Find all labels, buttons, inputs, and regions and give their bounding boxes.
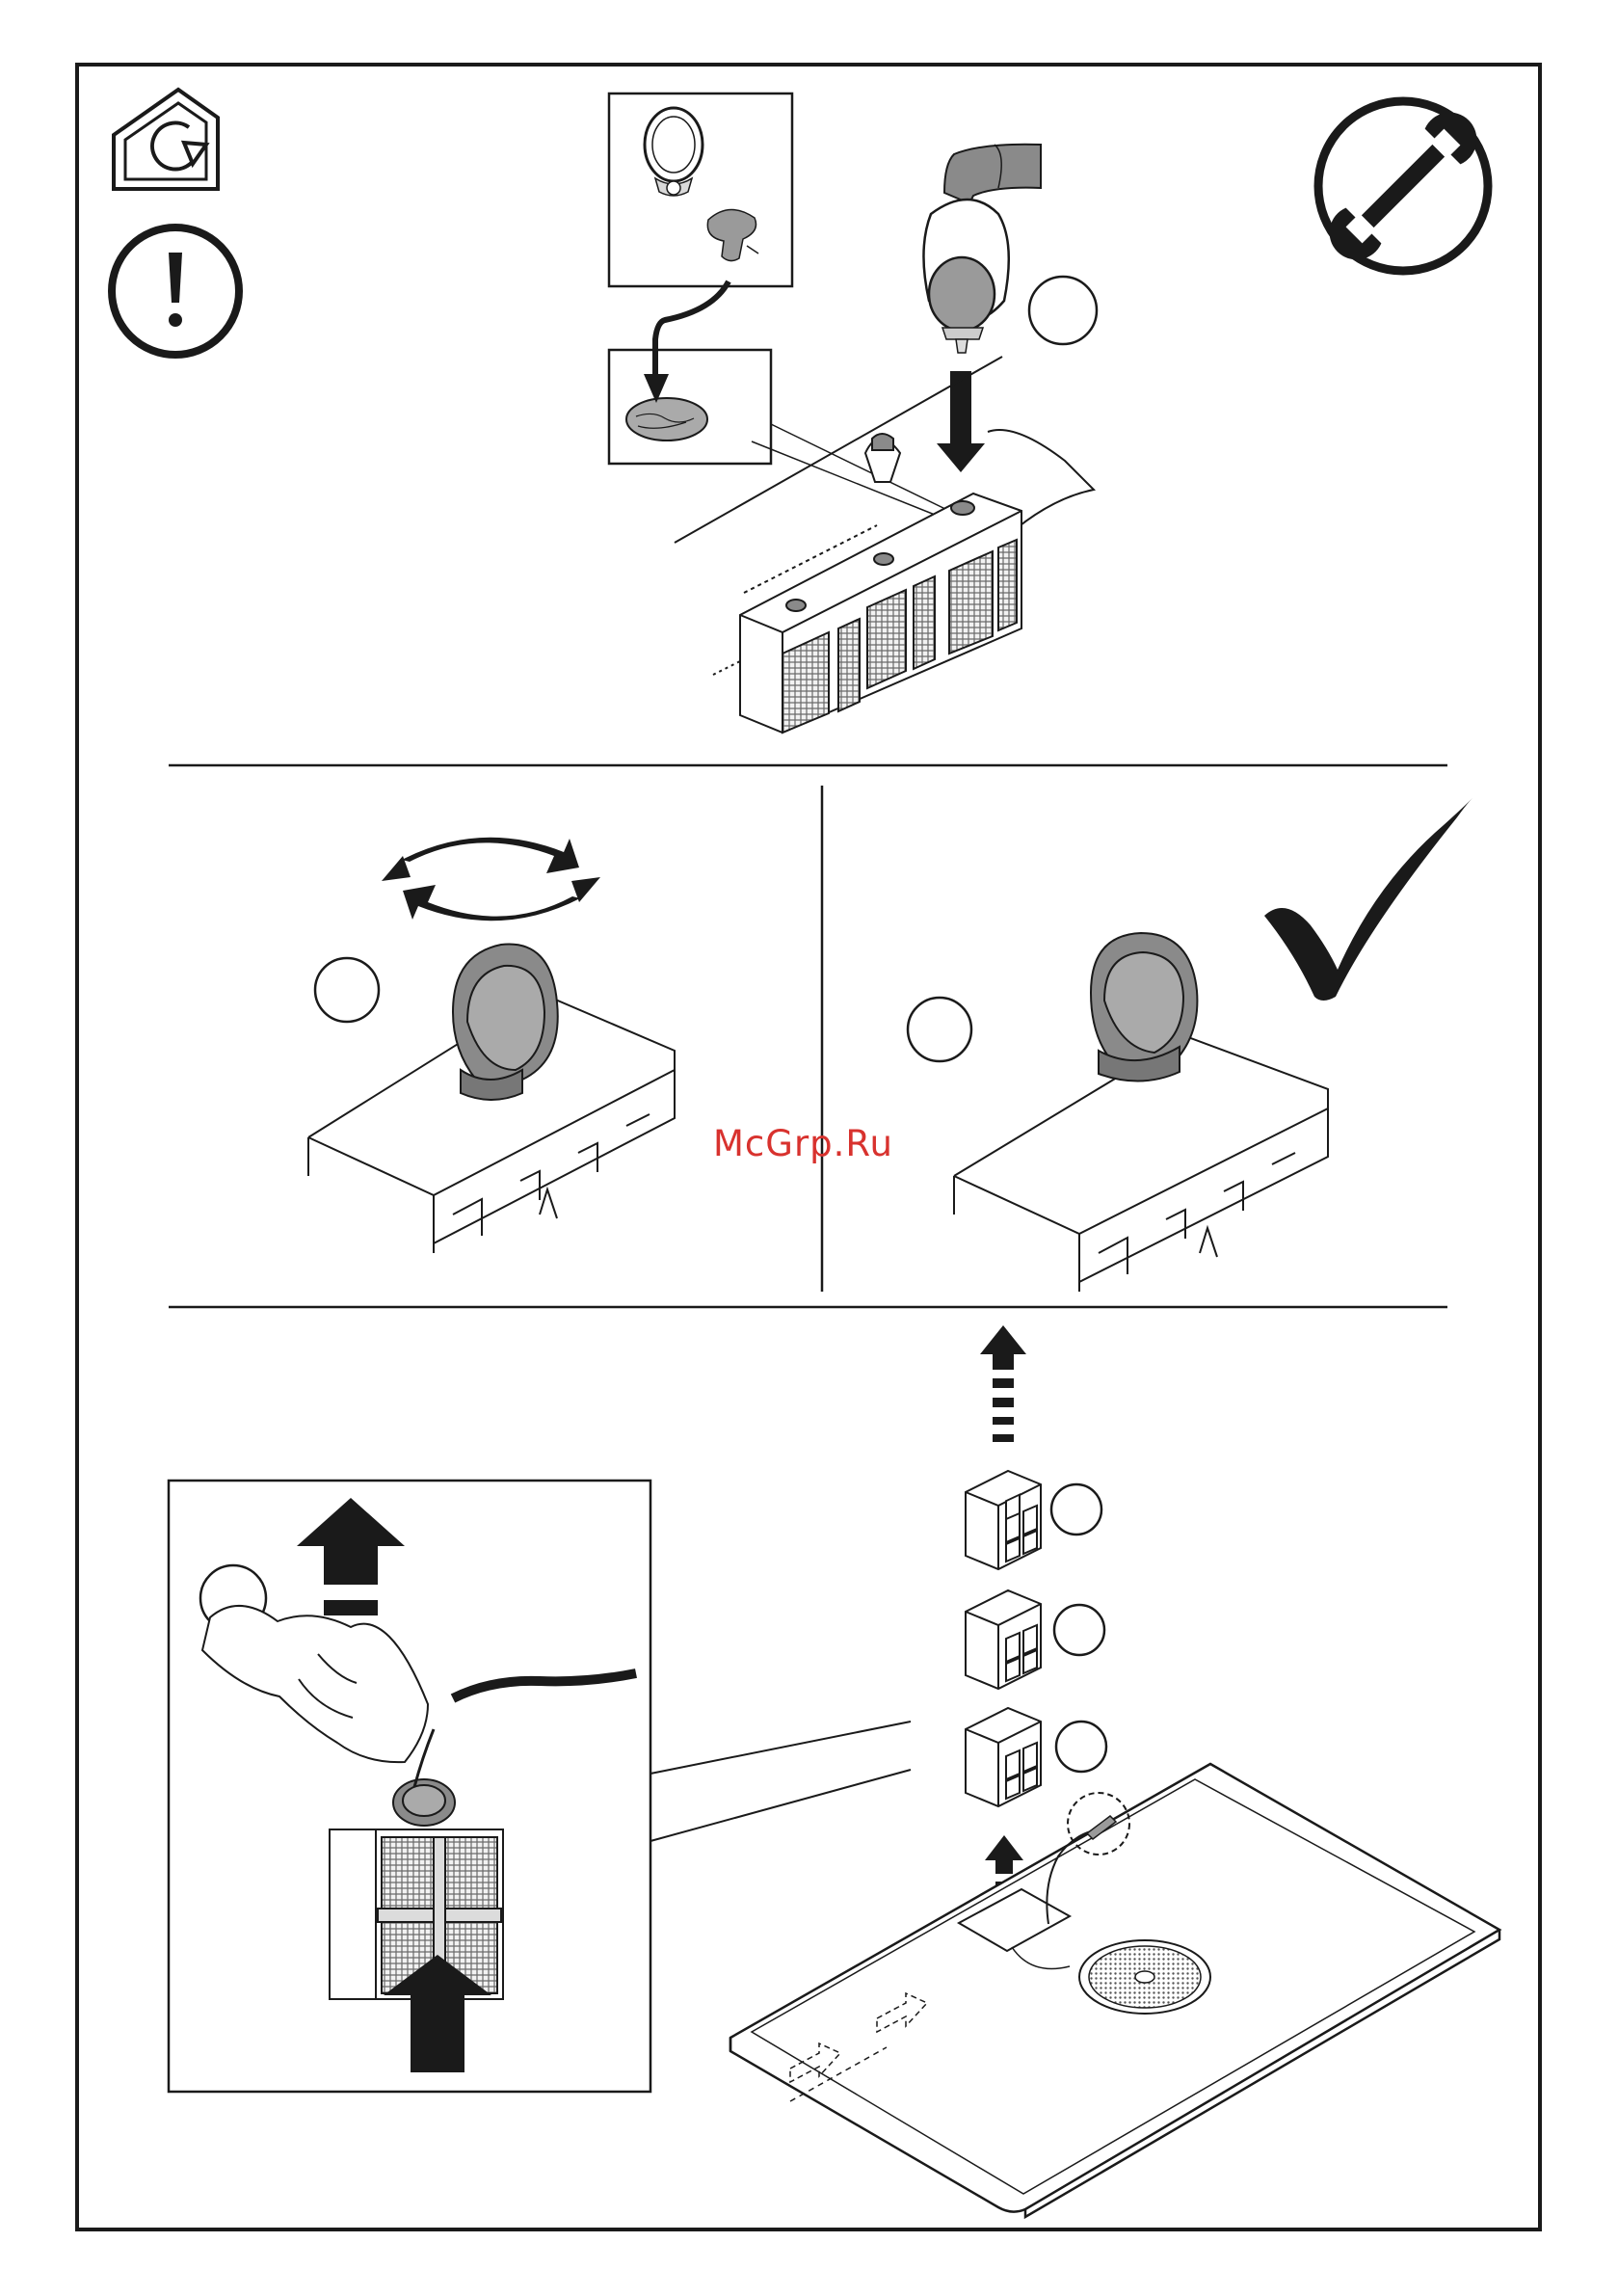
watermark-text: McGrp.Ru xyxy=(713,1123,893,1164)
warning-icon xyxy=(112,227,239,355)
fan-cap-on-housing-left xyxy=(308,945,675,1254)
detail-box-fan-cap xyxy=(609,93,792,286)
checkmark-icon xyxy=(1264,798,1472,1001)
filter-cartridge xyxy=(966,1471,1041,1569)
step-marker-circle xyxy=(908,998,971,1061)
step-marker-circle xyxy=(1056,1722,1106,1772)
filter-cartridge xyxy=(966,1590,1041,1689)
filter-block-assembly xyxy=(740,434,1021,733)
rotate-arrows-icon xyxy=(382,838,600,921)
step-marker-circle xyxy=(315,958,379,1022)
step-marker-circle xyxy=(1054,1605,1104,1655)
step-marker-circle xyxy=(1029,277,1097,344)
fan-cap-on-housing-right xyxy=(954,933,1328,1292)
fan-cap-with-hose xyxy=(923,145,1041,353)
wrench-icon xyxy=(1318,101,1488,271)
down-arrow xyxy=(937,371,985,472)
filter-cartridge xyxy=(966,1708,1041,1806)
step-marker-circle xyxy=(1051,1484,1101,1535)
home-service-icon xyxy=(114,90,218,189)
cooktop-surface xyxy=(730,1764,1499,2217)
up-arrow-dashed xyxy=(980,1325,1026,1442)
callout-lines xyxy=(650,1722,911,1841)
detail-box-floor xyxy=(609,350,771,464)
